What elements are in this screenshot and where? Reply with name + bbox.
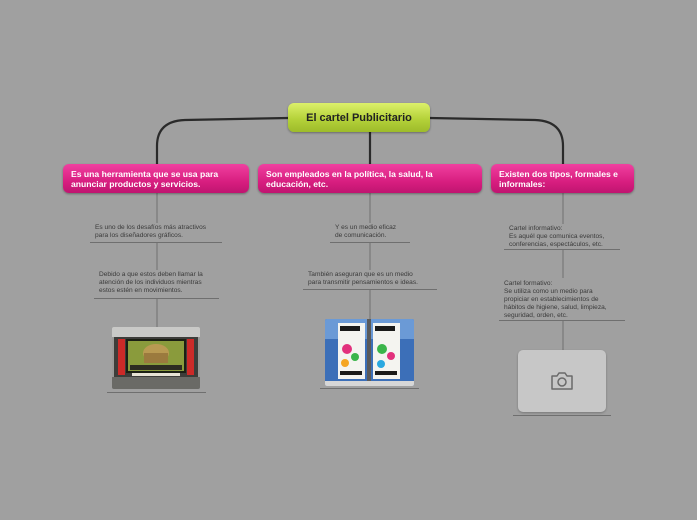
note-underline [94,298,219,299]
root-node[interactable]: El cartel Publicitario [288,103,430,132]
image-underline [320,388,419,389]
note-underline [504,249,620,250]
image-placeholder[interactable] [518,350,606,412]
billboard-photo[interactable] [112,327,200,389]
note-underline [499,320,625,321]
branch-title: Existen dos tipos, formales e informales… [499,169,618,189]
image-underline [107,392,206,393]
street-banner-photo[interactable] [325,319,414,386]
branch-node-tipos[interactable]: Existen dos tipos, formales e informales… [491,164,634,193]
root-title: El cartel Publicitario [306,111,412,124]
camera-icon [551,372,573,390]
note-underline [330,242,410,243]
branch-title: Son empleados en la política, la salud, … [266,169,433,189]
note-medio-eficaz[interactable]: Y es un medio eficaz de comunicación. [335,224,397,239]
note-pensamientos[interactable]: También aseguran que es un medio para tr… [308,271,418,286]
note-cartel-formativo[interactable]: Cartel formativo: Se utiliza como un med… [504,280,607,319]
note-atencion[interactable]: Debido a que estos deben llamar la atenc… [99,271,203,294]
note-underline [90,242,222,243]
branch-title: Es una herramienta que se usa para anunc… [71,169,219,189]
banner-illustration [325,319,414,386]
note-desafios[interactable]: Es uno de los desafíos más atractivos pa… [95,224,207,239]
billboard-illustration [112,327,200,389]
note-cartel-informativo[interactable]: Cartel informativo: Es aquél que comunic… [509,225,605,248]
image-underline [513,415,611,416]
note-underline [303,289,437,290]
branch-node-herramienta[interactable]: Es una herramienta que se usa para anunc… [63,164,249,193]
branch-node-empleados[interactable]: Son empleados en la política, la salud, … [258,164,482,193]
